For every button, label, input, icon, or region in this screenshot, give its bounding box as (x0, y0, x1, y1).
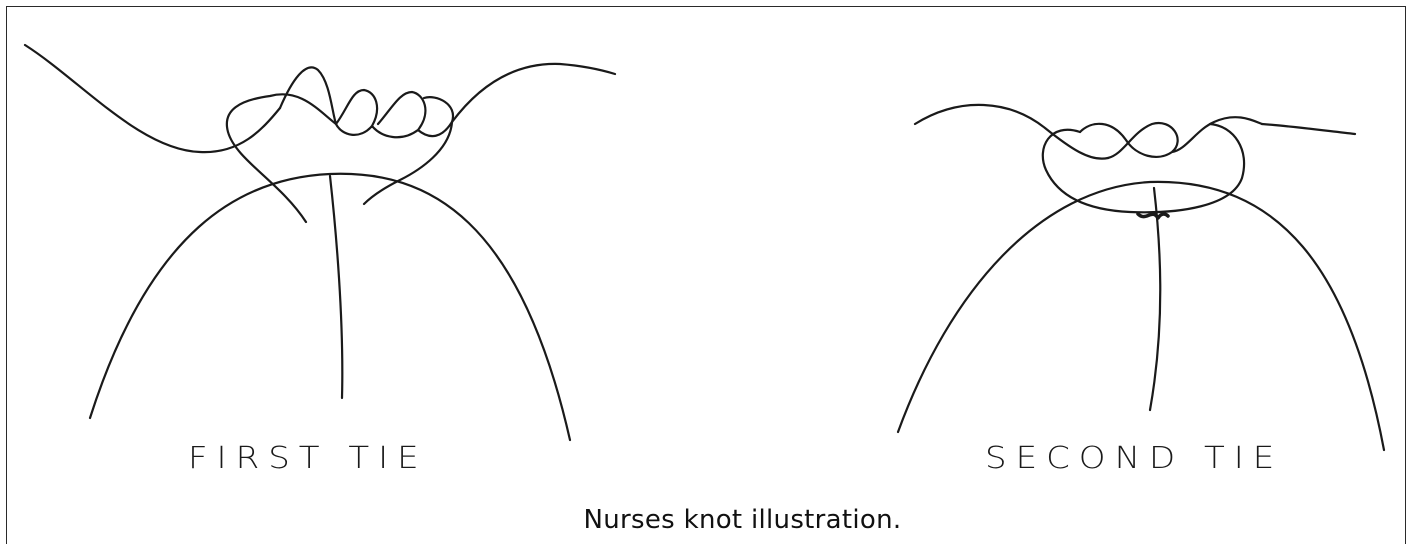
first-tie-knot-loops (280, 67, 452, 137)
second-tie-arch (898, 182, 1384, 450)
second-tie-label: SECOND TIE (985, 440, 1283, 476)
first-tie-illustration (25, 45, 615, 440)
first-tie-right-thread (452, 64, 615, 122)
first-tie-arch (90, 174, 570, 440)
second-tie-outer-loop (1043, 124, 1244, 212)
first-tie-left-loop (227, 94, 336, 222)
first-tie-center-strand (330, 176, 342, 398)
second-tie-knot-mark (1138, 214, 1168, 218)
first-tie-left-thread (25, 45, 280, 152)
second-tie-illustration (898, 105, 1384, 450)
second-tie-right-thread (1262, 124, 1355, 134)
figure-caption: Nurses knot illustration. (0, 505, 1415, 535)
first-tie-label: FIRST TIE (188, 440, 428, 476)
second-tie-center-strand (1150, 188, 1160, 410)
caption-text: Nurses knot illustration. (584, 505, 902, 535)
